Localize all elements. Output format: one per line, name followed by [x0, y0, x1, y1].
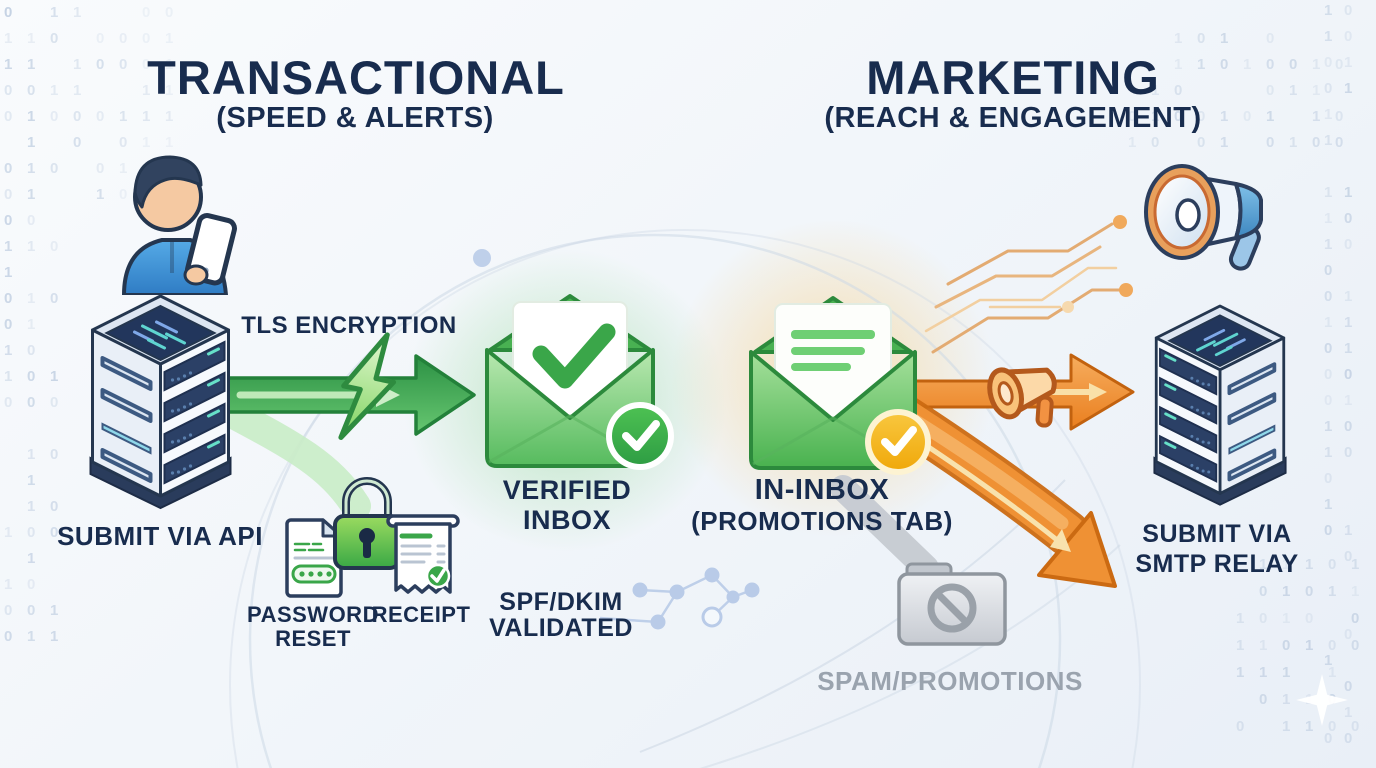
server-led-bar: [101, 422, 152, 455]
arc-circle-outer: [229, 229, 1141, 768]
orange-arrow-inner-head: [1089, 383, 1107, 401]
receipt-lines: [400, 544, 446, 564]
letter-text-lines: [791, 330, 875, 371]
verified-envelope-icon: [485, 294, 674, 470]
password-reset-label-line1: PASSWORD: [247, 602, 379, 627]
password-reset-label-line2: RESET: [275, 626, 351, 651]
promotions-tab-label: (PROMOTIONS TAB): [691, 506, 953, 536]
arc-bottom-1: [639, 479, 1066, 753]
heading-marketing-subtitle: (REACH & ENGAGEMENT): [824, 102, 1202, 134]
arc-node-dot: [473, 249, 491, 267]
circuit-lines: [924, 215, 1133, 354]
doc-text-lines: [293, 542, 325, 552]
server-screen-code: [133, 320, 186, 350]
server-racks: [1159, 347, 1218, 483]
server-screen: [104, 304, 217, 362]
in-inbox-label: IN-INBOX: [754, 474, 890, 506]
tls-encryption-label: TLS ENCRYPTION: [241, 312, 457, 339]
marketing-arrow-straight: [893, 353, 1135, 431]
spam-promotions-label: SPAM/PROMOTIONS: [817, 666, 1083, 696]
submit-via-smtp-label-line1: SUBMIT VIA: [1142, 520, 1292, 548]
spf-dkim-label-line1: SPF/DKIM: [499, 588, 623, 616]
server-racks: [163, 340, 226, 485]
verified-badge-icon: [606, 402, 674, 470]
submit-via-api-label: SUBMIT VIA API: [57, 521, 263, 551]
inbox-envelope-icon: [749, 296, 931, 475]
password-reset-doc-icon: [285, 518, 343, 598]
receipt-label: RECEIPT: [371, 602, 471, 627]
megaphone-icon: [1144, 164, 1263, 271]
heading-marketing: MARKETING: [866, 51, 1160, 104]
verified-inbox-label-line2: INBOX: [522, 505, 612, 535]
heading-transactional-subtitle: (SPEED & ALERTS): [216, 102, 494, 134]
blocked-icon: [927, 583, 977, 633]
submit-via-smtp-label-line2: SMTP RELAY: [1135, 550, 1299, 578]
spf-dkim-label-line2: VALIDATED: [489, 614, 633, 642]
lock-icon: [333, 477, 401, 570]
password-field: [291, 564, 337, 584]
receipt-icon: [386, 514, 460, 594]
spam-folder-icon: [897, 562, 1007, 646]
network-doodle-nodes: [632, 567, 760, 630]
arc-circle-large: [248, 233, 1062, 768]
smtp-server-icon: [1153, 304, 1287, 506]
tls-arrow: [226, 332, 476, 440]
check-mark: [532, 323, 616, 389]
person-with-phone-icon: [122, 155, 237, 295]
verified-inbox-label-line1: VERIFIED: [502, 475, 632, 505]
heading-transactional: TRANSACTIONAL: [147, 51, 565, 104]
api-server-icon: [89, 294, 232, 510]
spam-connector-band: [830, 475, 939, 581]
promotions-badge-icon: [865, 409, 931, 475]
small-megaphone-icon: [987, 367, 1057, 428]
lightning-bolt-icon: [338, 332, 397, 440]
server-slots: [100, 356, 153, 483]
arc-bottom-2: [699, 544, 1121, 768]
